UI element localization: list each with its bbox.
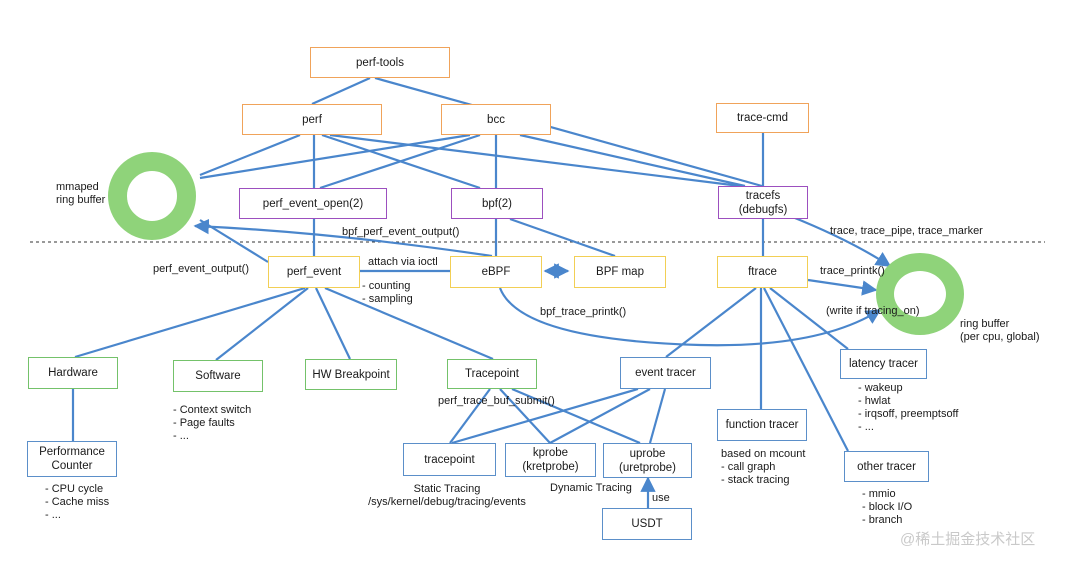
node-trace-cmd: trace-cmd: [716, 103, 809, 133]
label-mmaped-ring-buffer: mmaped ring buffer: [56, 181, 106, 206]
edge-ftrace-eventtracer: [665, 287, 757, 358]
label-counter-items: - CPU cycle - Cache miss - ...: [45, 483, 110, 521]
edge-perftools-perf: [311, 76, 371, 106]
label-mcount-items: based on mcount - call graph - stack tra…: [721, 448, 806, 486]
edge-perfevent-hwbreakpoint: [315, 287, 351, 360]
node-tracefs: tracefs (debugfs): [718, 186, 808, 219]
node-event-tracer: event tracer: [620, 357, 711, 389]
label-dynamic-tracing: Dynamic Tracing: [550, 482, 632, 494]
edge-perfevent-ring-output: [199, 219, 269, 263]
edge-ftrace-latency: [769, 287, 849, 350]
node-latency-tracer: latency tracer: [840, 349, 927, 379]
label-other-items: - mmio - block I/O - branch: [862, 488, 913, 526]
node-other-tracer: other tracer: [844, 451, 929, 482]
edge-eventtracer-kprobe: [549, 388, 651, 444]
label-static-tracing: Static Tracing /sys/kernel/debug/tracing…: [368, 483, 526, 508]
ring-buffer-icon: [876, 253, 964, 335]
edge-ftrace-ringbuffer: [807, 278, 878, 296]
label-counting-sampling: - counting - sampling: [362, 280, 413, 305]
node-usdt: USDT: [602, 508, 692, 540]
edge-eventtracer-uprobe: [648, 388, 667, 444]
node-function-tracer: function tracer: [717, 409, 807, 441]
label-ring-buffer: ring buffer (per cpu, global): [960, 318, 1040, 343]
node-software: Software: [173, 360, 263, 392]
mmaped-ring-buffer-icon: [108, 152, 196, 240]
node-perf-event: perf_event: [268, 256, 360, 288]
node-performance-counter: Performance Counter: [27, 441, 117, 477]
label-trace-files: trace, trace_pipe, trace_marker: [830, 225, 983, 237]
edge-perf-bpf: [321, 133, 481, 190]
label-latency-items: - wakeup - hwlat - irqsoff, preemptsoff …: [858, 382, 959, 433]
node-hardware: Hardware: [28, 357, 118, 389]
edge-perfevent-software: [215, 287, 309, 361]
edge-perf-ring: [199, 133, 301, 177]
label-attach-via-ioctl: attach via ioctl: [368, 256, 438, 268]
label-perf-event-output: perf_event_output(): [153, 263, 250, 275]
edge-bcc-ring: [199, 133, 471, 180]
label-bpf-trace-printk: bpf_trace_printk(): [540, 306, 627, 318]
node-kprobe: kprobe (kretprobe): [505, 443, 596, 477]
label-perf-trace-buf-submit: perf_trace_buf_submit(): [438, 395, 555, 407]
edge-bpf-bpfmap: [509, 217, 616, 258]
edge-bcc-tracefs: [519, 133, 746, 188]
edge-bcc-perfeventopen: [319, 133, 481, 190]
node-ftrace: ftrace: [717, 256, 808, 288]
node-bpf-map: BPF map: [574, 256, 666, 288]
node-tracepoint: tracepoint: [403, 443, 496, 476]
node-bpf: bpf(2): [451, 188, 543, 219]
watermark: @稀土掘金技术社区: [900, 531, 1036, 548]
label-write-if-tracing-on: (write if tracing_on): [826, 305, 920, 317]
label-use: use: [652, 492, 670, 504]
label-bpf-perf-event-output: bpf_perf_event_output(): [342, 226, 460, 238]
node-uprobe: uprobe (uretprobe): [603, 443, 692, 478]
node-ebpf: eBPF: [450, 256, 542, 288]
edge-perftools-tracefs: [374, 76, 763, 188]
edge-perf-tracefs: [329, 133, 741, 188]
node-tracepoint-source: Tracepoint: [447, 359, 537, 389]
label-software-items: - Context switch - Page faults - ...: [173, 404, 252, 442]
node-hw-breakpoint: HW Breakpoint: [305, 359, 397, 390]
node-perf: perf: [242, 104, 382, 135]
node-bcc: bcc: [441, 104, 551, 135]
edge-perfevent-hardware: [74, 286, 306, 359]
node-perf-event-open: perf_event_open(2): [239, 188, 387, 219]
label-trace-printk: trace_printk(): [820, 265, 885, 277]
node-perf-tools: perf-tools: [310, 47, 450, 78]
